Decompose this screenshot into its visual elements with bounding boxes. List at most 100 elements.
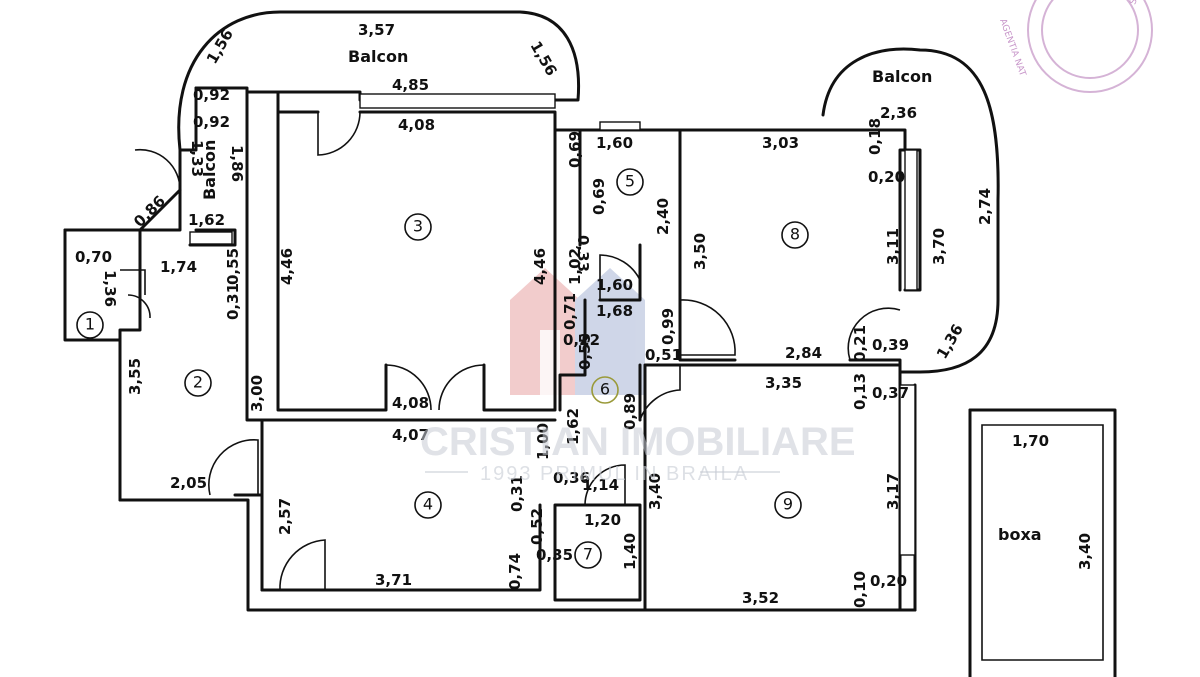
dim: 0,92 (193, 113, 230, 131)
dim: 3,11 (884, 228, 902, 265)
dim: 1,74 (160, 258, 197, 276)
dim: 0,51 (645, 346, 682, 364)
dim: 2,36 (880, 104, 917, 122)
dim: 1,62 (564, 408, 582, 445)
dim: 2,74 (976, 188, 994, 225)
svg-text:AGENTIA NAT: AGENTIA NAT (997, 18, 1027, 79)
room-1-number: 1 (85, 315, 95, 334)
dim: 3,17 (884, 473, 902, 510)
dim: 0,55 (576, 333, 594, 370)
watermark-tagline: 1993 PRIMUL IN BRAILA (480, 463, 749, 485)
room-5-number: 5 (625, 172, 635, 191)
room-6-number: 6 (600, 380, 610, 399)
room-2-marker (184, 369, 212, 397)
dim: 0,70 (75, 248, 112, 266)
dim: 0,10 (851, 571, 869, 608)
room-3-marker (404, 213, 432, 241)
room-markers: 1 2 3 4 5 6 7 8 9 (76, 168, 809, 569)
dim: 1,60 (596, 276, 633, 294)
dim: 0,92 (193, 86, 230, 104)
room-6-marker (591, 376, 619, 404)
dim: 1,86 (228, 145, 246, 182)
dim: 4,08 (392, 394, 429, 412)
dim: 1,56 (203, 26, 237, 67)
dim: 2,05 (170, 474, 207, 492)
dim: 0,37 (872, 384, 909, 402)
dim: 0,33 (574, 235, 592, 272)
boxa-label: boxa (998, 525, 1042, 544)
dim: 0,39 (872, 336, 909, 354)
dim: 4,85 (392, 76, 429, 94)
dim: 0,20 (870, 572, 907, 590)
authority-stamp: AGENTIA NAT SI IMOBILIARE (997, 0, 1160, 93)
dim: 0,69 (566, 131, 584, 168)
dim: 1,40 (621, 533, 639, 570)
room-4-marker (414, 491, 442, 519)
doors (120, 111, 901, 591)
dim: 3,50 (691, 233, 709, 270)
dim: 0,52 (528, 508, 546, 545)
dim: 3,57 (358, 21, 395, 39)
dimensions: 3,57 1,56 1,56 0,92 0,92 4,85 4,08 1,33 … (75, 21, 1094, 608)
dim: 1,20 (584, 511, 621, 529)
dim: 3,00 (248, 375, 266, 412)
dim: 0,31 (508, 475, 526, 512)
room-2-number: 2 (193, 373, 203, 392)
windows (189, 93, 918, 556)
dim: 4,07 (392, 426, 429, 444)
dim: 2,84 (785, 344, 822, 362)
dim: 1,56 (527, 38, 561, 79)
dim: 3,35 (765, 374, 802, 392)
room-4-number: 4 (423, 495, 433, 514)
room-7-marker (574, 541, 602, 569)
dim: 0,22 (563, 331, 600, 349)
dim: 3,40 (646, 473, 664, 510)
dim: 0,74 (506, 553, 524, 590)
dim: 0,55 (224, 248, 242, 285)
dim: 3,03 (762, 134, 799, 152)
dim: 3,40 (1076, 533, 1094, 570)
dim: 1,33 (188, 140, 206, 177)
dim: 0,89 (621, 393, 639, 430)
room-5-marker (616, 168, 644, 196)
dim: 1,36 (101, 270, 119, 307)
dim: 1,70 (1012, 432, 1049, 450)
watermark: CRISTIAN IMOBILIARE 1993 PRIMUL IN BRAIL… (420, 420, 856, 485)
dim: 1,02 (566, 248, 584, 285)
dim: 1,68 (596, 302, 633, 320)
dim: 4,46 (531, 248, 549, 285)
dim: 0,86 (130, 192, 169, 231)
dim: 1,62 (188, 211, 225, 229)
dim: 0,18 (866, 118, 884, 155)
balcon-left-label: Balcon (200, 140, 219, 200)
dim: 0,35 (536, 546, 573, 564)
dim: 0,69 (590, 178, 608, 215)
dim: 0,13 (851, 373, 869, 410)
dim: 2,57 (276, 498, 294, 535)
dim: 1,14 (582, 476, 619, 494)
dim: 0,99 (659, 308, 677, 345)
room-9-number: 9 (783, 495, 793, 514)
watermark-name: CRISTIAN IMOBILIARE (420, 420, 856, 464)
dim: 3,55 (126, 358, 144, 395)
area-labels: Balcon Balcon Balcon boxa (200, 47, 1042, 544)
dim: 3,52 (742, 589, 779, 607)
dim: 1,60 (596, 134, 633, 152)
dim: 3,70 (930, 228, 948, 265)
room-9-marker (774, 491, 802, 519)
dim: 1,00 (534, 423, 552, 460)
room-7-number: 7 (583, 545, 593, 564)
balcon-right-label: Balcon (872, 67, 932, 86)
room-3-number: 3 (413, 217, 423, 236)
dim: 2,40 (654, 198, 672, 235)
dim: 4,46 (278, 248, 296, 285)
dim: 1,36 (933, 321, 967, 362)
dim: 4,08 (398, 116, 435, 134)
dim: 0,20 (868, 168, 905, 186)
balcon-top-label: Balcon (348, 47, 408, 66)
room-8-number: 8 (790, 225, 800, 244)
room-8-marker (781, 221, 809, 249)
room-1-marker (76, 311, 104, 339)
